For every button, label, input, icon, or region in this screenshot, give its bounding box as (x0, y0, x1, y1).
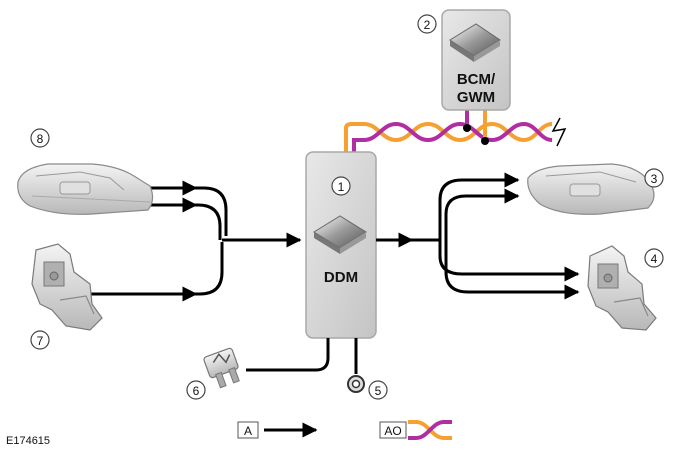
right-door-handle-icon (527, 163, 655, 215)
legend-bus: AO (379, 420, 452, 440)
callout-8: 8 (30, 128, 50, 148)
ddm-label: DDM (324, 269, 358, 286)
figure-id: E174615 (6, 435, 50, 447)
network-bus (344, 110, 567, 152)
ground-icon (347, 375, 365, 393)
output-wires (376, 172, 580, 300)
svg-text:6: 6 (193, 384, 200, 398)
svg-text:3: 3 (651, 172, 658, 186)
callout-4: 4 (644, 248, 664, 268)
bcm-gwm-module: BCM/ GWM (441, 9, 511, 111)
right-door-latch-icon (587, 245, 657, 331)
legend-analog: A (237, 421, 318, 439)
ddm-chip-icon (313, 215, 367, 254)
callout-1: 1 (331, 176, 351, 196)
callout-3: 3 (644, 168, 664, 188)
callout-6: 6 (186, 380, 206, 400)
bcm-chip-icon (449, 23, 501, 62)
svg-text:7: 7 (37, 334, 44, 348)
input-wires (90, 180, 302, 302)
legend-analog-code: A (244, 424, 252, 438)
svg-text:5: 5 (375, 384, 382, 398)
callout-5: 5 (368, 380, 388, 400)
legend-bus-code: AO (384, 424, 401, 438)
left-door-latch-icon (31, 243, 103, 331)
svg-text:4: 4 (651, 252, 658, 266)
power-ground-wires (246, 338, 358, 374)
svg-text:1: 1 (338, 180, 345, 194)
bcm-label-line1: BCM/ (457, 71, 496, 88)
callout-7: 7 (30, 330, 50, 350)
svg-text:8: 8 (37, 132, 44, 146)
svg-text:2: 2 (424, 18, 431, 32)
bcm-label-line2: GWM (457, 89, 495, 106)
ddm-module: DDM (305, 151, 377, 339)
fuse-icon (203, 347, 240, 389)
left-door-handle-icon (17, 163, 154, 215)
callout-2: 2 (417, 14, 437, 34)
